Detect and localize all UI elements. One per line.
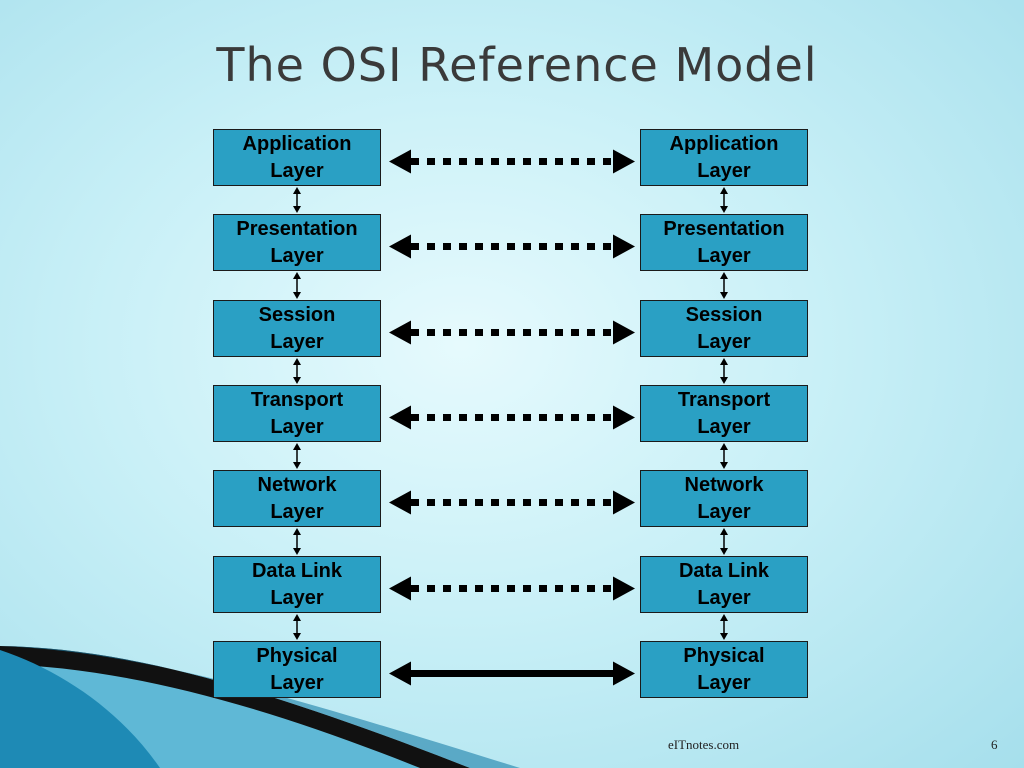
vertical-arrowhead-up — [720, 528, 728, 535]
right-layer-label: Session Layer — [685, 303, 763, 353]
peer-arrowhead-left — [389, 234, 411, 259]
peer-arrowhead-right — [613, 405, 635, 430]
peer-arrowhead-right — [613, 576, 635, 601]
footer-source: eITnotes.com — [668, 737, 740, 752]
vertical-arrowhead-up — [293, 614, 301, 621]
vertical-arrowhead-down — [720, 206, 728, 213]
page-number: 6 — [991, 737, 998, 752]
vertical-arrowhead-up — [293, 187, 301, 194]
peer-arrowhead-right — [613, 661, 635, 686]
vertical-arrowhead-up — [720, 187, 728, 194]
left-layer-box: Transport Layer — [213, 385, 381, 442]
vertical-arrowhead-down — [720, 292, 728, 299]
right-layer-label: Transport Layer — [677, 388, 771, 438]
peer-arrowhead-right — [613, 149, 635, 174]
vertical-arrowhead-down — [720, 548, 728, 555]
vertical-arrowhead-down — [293, 377, 301, 384]
right-layer-box: Physical Layer — [640, 641, 808, 698]
vertical-arrowhead-up — [293, 358, 301, 365]
left-layer-label: Network Layer — [257, 473, 337, 523]
left-layer-box: Presentation Layer — [213, 214, 381, 271]
peer-arrowhead-left — [389, 320, 411, 345]
left-layer-box: Physical Layer — [213, 641, 381, 698]
swoosh-black-band — [0, 646, 470, 768]
right-layer-label: Network Layer — [684, 473, 764, 523]
peer-arrowhead-left — [389, 661, 411, 686]
vertical-arrowhead-down — [720, 633, 728, 640]
left-layer-label: Physical Layer — [256, 644, 338, 694]
peer-arrowhead-right — [613, 320, 635, 345]
vertical-arrowhead-up — [293, 528, 301, 535]
right-layer-box: Presentation Layer — [640, 214, 808, 271]
left-layer-box: Data Link Layer — [213, 556, 381, 613]
swoosh-dark-band — [0, 646, 520, 768]
right-layer-label: Application Layer — [669, 132, 779, 182]
left-layer-label: Presentation Layer — [236, 217, 358, 267]
swoosh-blue-corner — [0, 650, 160, 768]
peer-arrowhead-left — [389, 149, 411, 174]
vertical-arrowhead-down — [720, 462, 728, 469]
left-layer-label: Data Link Layer — [251, 559, 343, 609]
left-layer-label: Transport Layer — [250, 388, 344, 438]
right-layer-label: Data Link Layer — [678, 559, 770, 609]
right-layer-box: Network Layer — [640, 470, 808, 527]
vertical-arrowhead-up — [293, 272, 301, 279]
left-layer-box: Application Layer — [213, 129, 381, 186]
right-layer-box: Application Layer — [640, 129, 808, 186]
vertical-arrowhead-up — [293, 443, 301, 450]
right-layer-label: Presentation Layer — [663, 217, 785, 267]
vertical-arrowhead-down — [293, 633, 301, 640]
vertical-arrowhead-up — [720, 614, 728, 621]
right-layer-label: Physical Layer — [683, 644, 765, 694]
peer-arrowhead-right — [613, 234, 635, 259]
right-layer-box: Data Link Layer — [640, 556, 808, 613]
vertical-arrowhead-down — [720, 377, 728, 384]
vertical-arrowhead-up — [720, 272, 728, 279]
peer-arrowhead-left — [389, 490, 411, 515]
peer-arrowhead-left — [389, 576, 411, 601]
left-layer-box: Session Layer — [213, 300, 381, 357]
left-layer-label: Application Layer — [242, 132, 352, 182]
vertical-arrowhead-down — [293, 462, 301, 469]
peer-arrowhead-right — [613, 490, 635, 515]
vertical-arrowhead-down — [293, 292, 301, 299]
vertical-arrowhead-down — [293, 206, 301, 213]
left-layer-box: Network Layer — [213, 470, 381, 527]
page-title: The OSI Reference Model — [216, 38, 818, 92]
right-layer-box: Session Layer — [640, 300, 808, 357]
vertical-arrowhead-up — [720, 443, 728, 450]
left-layer-label: Session Layer — [258, 303, 336, 353]
right-layer-box: Transport Layer — [640, 385, 808, 442]
vertical-arrowhead-up — [720, 358, 728, 365]
peer-arrowhead-left — [389, 405, 411, 430]
vertical-arrowhead-down — [293, 548, 301, 555]
